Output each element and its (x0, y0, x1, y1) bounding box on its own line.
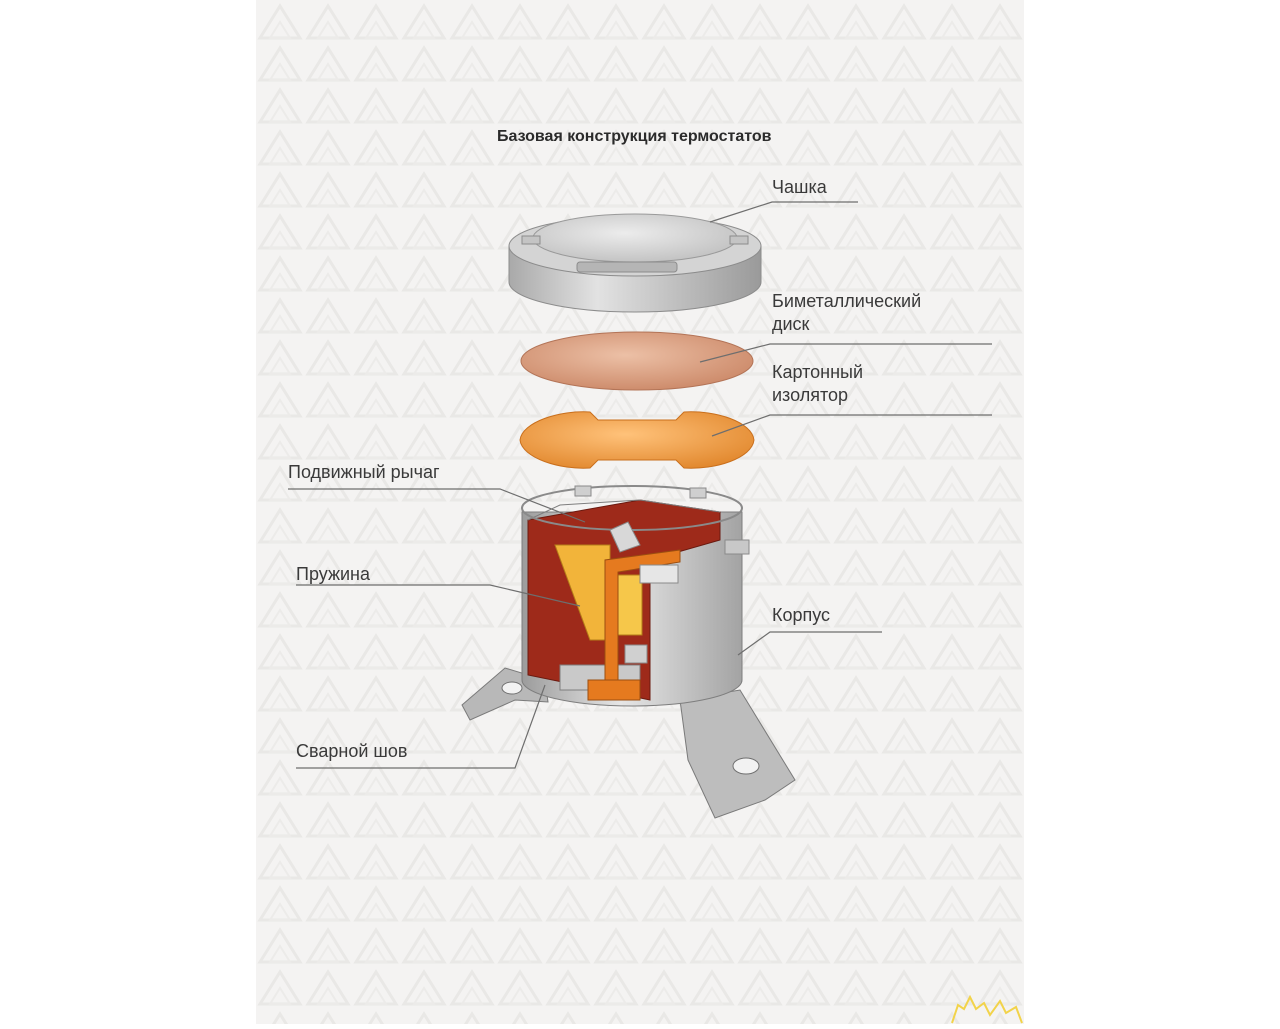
label-insulator-line1: Картонный (772, 362, 864, 382)
label-housing: Корпус (772, 605, 831, 625)
label-bimetal-line2: диск (772, 314, 810, 334)
leader-line-insulator (711, 414, 992, 437)
cup-part (508, 213, 762, 313)
label-lever: Подвижный рычаг (288, 462, 440, 482)
leader-line-spring (296, 584, 581, 607)
label-insulator-line2: изолятор (772, 385, 849, 405)
label-weld: Сварной шов (296, 741, 408, 761)
leader-line-housing (737, 631, 882, 656)
leader-lines (288, 201, 992, 769)
leader-line-weld (296, 684, 546, 769)
label-spring: Пружина (296, 564, 370, 584)
diagram-title: Базовая конструкция термостатов (497, 128, 772, 145)
label-cup: Чашка (772, 177, 827, 197)
leader-line-bimetal (699, 343, 992, 363)
label-bimetal-line1: Биметаллический (772, 291, 922, 311)
lever-part (587, 521, 681, 701)
insulator-part (519, 411, 755, 469)
label-bimetal-disc: Биметаллический диск (772, 290, 921, 336)
leader-line-cup (709, 201, 858, 223)
mounting-tabs (461, 667, 796, 819)
leader-line-lever (288, 488, 586, 523)
corner-gear-decoration (951, 995, 1023, 1024)
label-insulator: Картонный изолятор (772, 361, 863, 407)
bimetal-disc-part (520, 331, 754, 391)
